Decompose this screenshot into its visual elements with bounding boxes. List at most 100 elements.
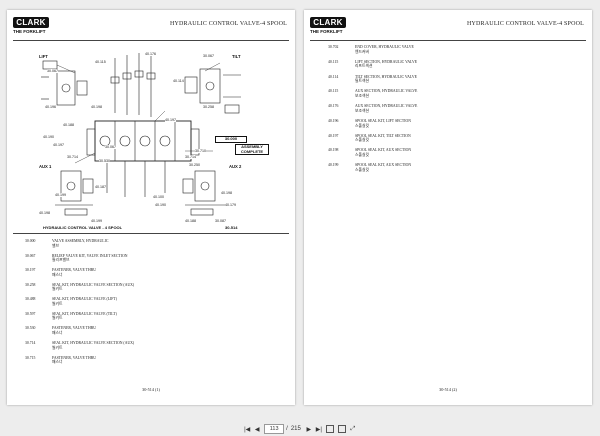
part-callout: 40.190 [43,135,54,139]
first-page-icon[interactable]: |◀ [244,426,251,433]
part-number: 40.176 [328,104,339,109]
document-page-left: CLARK THE FORKLIFT HYDRAULIC CONTROL VAL… [7,10,295,405]
part-number: 30.000 [25,239,36,243]
label-lift: LIFT [39,54,48,59]
diagram-divider [13,233,289,234]
part-desc-ko: 씰키트 [52,287,63,292]
header-divider [310,40,586,41]
diagram-caption: HYDRAULIC CONTROL VALVE - 4 SPOOL [43,225,123,230]
part-desc-en: FASTENER, VALVE THRU [52,326,96,331]
part-desc-en: FASTENER, VALVE THRU [52,268,96,273]
fit-page-icon[interactable] [337,425,346,433]
assembly-complete-box: ASSEMBLY COMPLETE [235,144,269,155]
part-callout: 40.100 [153,195,164,199]
page-header-title: HYDRAULIC CONTROL VALVE-4 SPOOL [466,21,584,27]
part-callout: 30.258 [203,105,214,109]
part-desc-en: RELIEF VALVE KIT, VALVE INLET SECTION [52,253,128,258]
part-number: 40.199 [328,163,339,168]
total-pages: 215 [290,426,301,432]
valve-diagram-drawing [41,53,241,216]
part-callout: 40.179 [225,203,236,207]
part-description: SEAL KIT, HYDRAULIC VALVE SECTION (AUX)씰… [52,283,134,292]
part-number: 30.715 [25,355,36,360]
header-divider [13,40,289,41]
part-desc-en: SPOOL SEAL KIT, AUX SECTION [355,148,412,153]
last-page-icon[interactable]: ▶| [315,426,322,433]
part-callout: 40.199 [91,219,102,223]
part-description: SEAL KIT, HYDRAULIC VALVE SECTION (AUX)씰… [52,341,134,350]
list-item: 30.258 SEAL KIT, HYDRAULIC VALVE SECTION … [25,283,285,292]
part-desc-en: FASTENER, VALVE THRU [52,355,96,360]
part-desc-ko: 틸트섹션 [355,79,369,84]
part-desc-en: SPOOL SEAL KIT, AUX SECTION [355,163,412,168]
part-callout: 40.198 [91,105,102,109]
part-callout: 40.196 [45,105,56,109]
page-number-input[interactable]: 113 [264,424,285,434]
logo-subtitle: THE FORKLIFT [310,29,343,34]
part-number: 30.530 [25,326,36,331]
part-callout: 40.198 [221,191,232,195]
part-number: 40.198 [328,148,339,153]
part-number: 30.488 [25,297,36,302]
part-callout: 40.190 [155,203,166,207]
part-desc-ko: 엔드커버 [355,49,369,54]
page-separator: / [286,426,288,432]
part-number: 30.702 [328,45,339,49]
part-desc-ko: 보조섹션 [355,93,369,98]
part-callout: 40.188 [63,123,74,127]
page-number: 30-514 (2) [439,387,457,392]
part-desc-en: SEAL KIT, HYDRAULIC VALVE SECTION (AUX) [52,282,135,287]
part-number: 40.197 [328,133,339,138]
list-item: 30.067 RELIEF VALVE KIT, VALVE INLET SECT… [25,254,285,263]
part-desc-ko: 씰키트 [52,301,63,306]
fullscreen-icon[interactable]: ⤢ [350,425,356,432]
part-number: 40.115 [328,89,339,94]
next-page-icon[interactable]: ▶ [306,426,312,433]
part-number: 30.258 [25,282,36,287]
viewer-toolbar: |◀ ◀ 113 / 215 ▶ ▶| ⤢ [0,422,600,436]
label-tilt: TILT [232,54,241,59]
part-callout: 40.197 [53,143,64,147]
fit-width-icon[interactable] [325,425,334,433]
part-desc-en: TILT SECTION, HYDRAULIC VALVE [355,74,417,79]
part-callout: 40.198 [39,211,50,215]
assembly-callout-box: 30.000 [215,136,247,143]
prev-page-icon[interactable]: ◀ [254,426,260,433]
part-callout: 40.114 [173,79,184,83]
part-callout: 30.067 [105,145,116,149]
part-number: 30.067 [25,253,36,258]
part-desc-ko: 스풀실킷 [355,123,369,128]
part-desc-en: SEAL KIT, HYDRAULIC VALVE (TILT) [52,311,117,316]
part-desc-ko: 릴리프밸브 [52,258,70,263]
part-number: 30.714 [25,341,36,346]
part-callout: 40.176 [145,52,156,56]
part-callout: 40.199 [55,193,66,197]
part-desc-ko: 리프트섹션 [355,64,373,69]
part-callout: 40.197 [165,118,176,122]
document-page-right: CLARK THE FORKLIFT HYDRAULIC CONTROL VAL… [304,10,592,405]
diagram-ref: 30-514 [225,225,238,230]
part-desc-ko: 패스너 [52,272,63,277]
logo-mark: CLARK [310,17,346,28]
part-callout: 40.187 [95,185,106,189]
page-number: 30-514 (1) [142,387,160,392]
part-desc-en: END COVER, HYDRAULIC VALVE [355,45,414,49]
